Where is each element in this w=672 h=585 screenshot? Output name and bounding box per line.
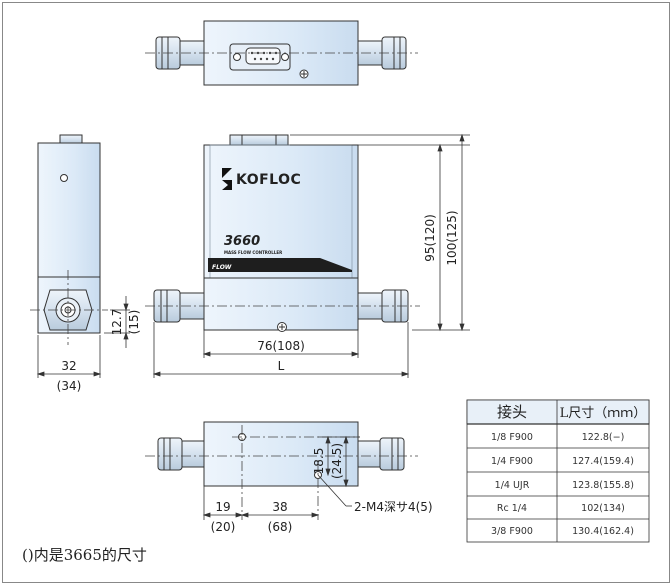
table-header-length: L尺寸（ｍｍ） — [560, 406, 647, 421]
table-cell: 1/4 UJR — [495, 480, 530, 491]
dim-height-95: 95(120) — [423, 214, 437, 262]
table-cell: Rc 1/4 — [497, 503, 527, 514]
dim-center-15: (15) — [127, 310, 141, 335]
model-number: 3660 — [224, 234, 260, 249]
connector-table — [466, 399, 650, 543]
kofloc-logo-mark — [222, 168, 232, 190]
brand-name: KOFLOC — [236, 172, 301, 188]
dim-bottom-185: 18.5 — [312, 448, 326, 475]
table-cell: 127.4(159.4) — [572, 456, 634, 467]
dim-bottom-245: (24.5) — [330, 443, 344, 479]
footnote: ()内是3665的尺寸 — [22, 546, 147, 564]
dim-height-100: 100(125) — [445, 210, 459, 265]
table-cell: 102(134) — [581, 503, 625, 514]
dim-bottom-68: (68) — [268, 520, 293, 534]
dsub-pins — [250, 51, 278, 61]
table-cell: 122.8(−) — [582, 432, 625, 443]
dim-bottom-38: 38 — [272, 500, 287, 514]
table-cell: 123.8(155.8) — [572, 480, 634, 491]
dim-center-127: 12.7 — [110, 309, 124, 336]
table-cell: 130.4(162.4) — [572, 526, 634, 537]
side-dims — [36, 296, 130, 378]
table-cell: 1/8 F900 — [491, 432, 533, 443]
table-header-connector: 接头 — [497, 403, 527, 421]
model-subtitle: MASS FLOW CONTROLLER — [224, 250, 282, 255]
table-cell: 1/4 F900 — [491, 456, 533, 467]
dim-screw: 2-M4深サ4(5) — [354, 500, 433, 514]
front-view — [153, 134, 409, 332]
dim-bottom-19: 19 — [215, 500, 230, 514]
dim-bottom-20: (20) — [211, 520, 236, 534]
dim-side-34: (34) — [57, 379, 82, 393]
dim-side-32: 32 — [61, 359, 76, 373]
flow-label: FLOW — [212, 264, 232, 271]
bottom-dims — [202, 435, 360, 520]
dim-width-76: 76(108) — [257, 339, 305, 353]
front-dims — [152, 133, 470, 378]
dim-length-L: L — [278, 359, 285, 373]
table-cell: 3/8 F900 — [491, 526, 533, 537]
side-view — [37, 134, 101, 334]
bottom-view — [157, 421, 405, 487]
